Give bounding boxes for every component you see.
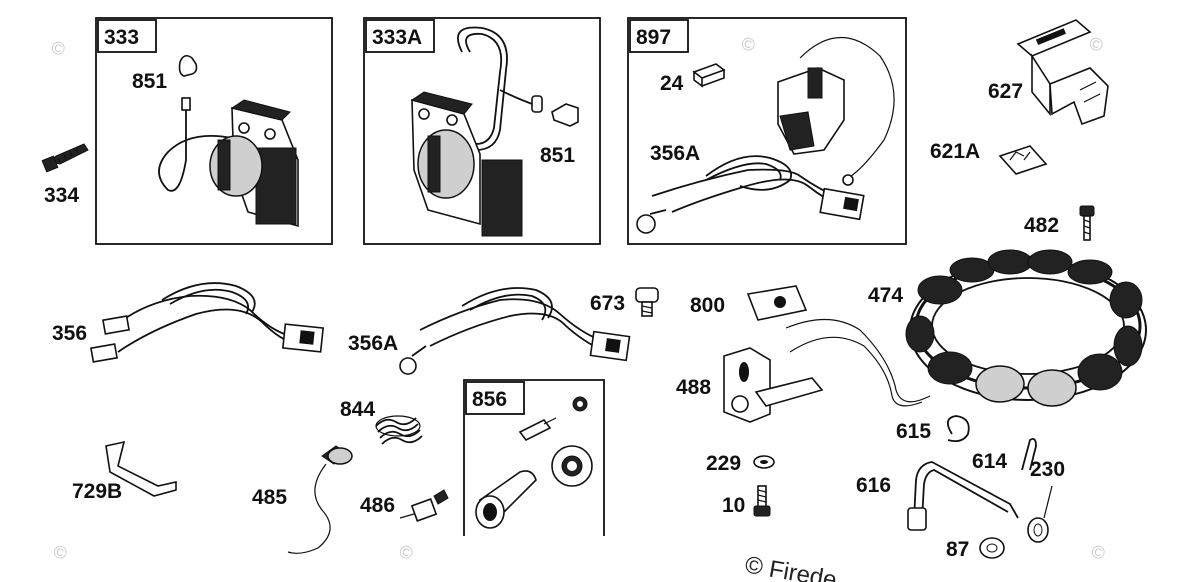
group-897: 897 24 356A: [627, 17, 907, 245]
part-label-851b: 851: [540, 144, 575, 167]
boot-856: [475, 470, 537, 529]
box-label-856: 856: [472, 388, 507, 411]
watermark: ©: [51, 541, 70, 564]
star-washer-856: [551, 445, 593, 487]
clip-851b: [551, 103, 579, 127]
part-label-616: 616: [856, 474, 891, 497]
box-856-tag: [465, 381, 525, 415]
part-label-356: 356: [52, 322, 87, 345]
alternator-474: 474: [868, 249, 1147, 407]
part-label-844: 844: [340, 398, 375, 421]
part-label-851: 851: [132, 70, 167, 93]
wire-485: 485: [252, 445, 353, 554]
group-333a: 333A 851: [363, 17, 601, 245]
part-label-488: 488: [676, 376, 711, 399]
washer-229: 229: [706, 452, 775, 475]
watermark: ©: [397, 541, 416, 564]
bolt-334: 334: [41, 143, 89, 207]
box-897-frame: [627, 17, 907, 245]
part-label-486: 486: [360, 494, 395, 517]
ignition-module-897: [777, 36, 895, 186]
watermark: ©: [739, 33, 758, 56]
part-label-621a: 621A: [930, 140, 980, 163]
washer-87: 87: [946, 537, 1005, 561]
part-label-356a-mid: 356A: [348, 332, 398, 355]
part-label-485: 485: [252, 486, 287, 509]
harness-356a-mid: 356A: [348, 287, 631, 375]
screw-482: 482: [1024, 205, 1095, 241]
part-label-474: 474: [868, 284, 903, 307]
copyright-watermark: © Firede: [743, 551, 839, 582]
tube-333: [158, 104, 233, 192]
part-label-229: 229: [706, 452, 741, 475]
harness-356: 356: [52, 282, 325, 363]
box-label-333: 333: [104, 26, 139, 49]
terminal-856: [518, 418, 552, 442]
group-333: 333 851: [95, 17, 333, 245]
plate-800: 800: [690, 285, 808, 321]
part-label-800: 800: [690, 294, 725, 317]
tube-end: [181, 97, 191, 111]
watermark: ©: [49, 37, 68, 60]
part-label-87: 87: [946, 538, 969, 561]
box-label-333a: 333A: [372, 26, 422, 49]
part-label-614: 614: [972, 450, 1007, 473]
clip-615: 615: [896, 415, 970, 443]
stator-wire: [789, 336, 923, 407]
watermark: ©: [1087, 33, 1106, 56]
stator-wire: [785, 318, 931, 403]
box-333-frame: [95, 17, 333, 245]
part-label-627: 627: [988, 80, 1023, 103]
spring-844: 844: [340, 398, 423, 445]
part-label-729b: 729B: [72, 480, 122, 503]
tube-tail-end: [531, 95, 543, 113]
part-label-230: 230: [1030, 458, 1065, 481]
tube-333a-inner: [465, 32, 503, 145]
part-label-482: 482: [1024, 214, 1059, 237]
harness-356a-top: [636, 155, 865, 234]
part-label-615: 615: [896, 420, 931, 443]
part-label-334: 334: [44, 184, 79, 207]
box-333a-tag: [365, 19, 435, 53]
pin-614: 614: [972, 437, 1037, 473]
clip-729b: 729B: [72, 440, 177, 503]
clip-851: [178, 54, 198, 77]
screw-673: 673: [590, 287, 659, 317]
bracket-627: 627: [988, 19, 1109, 126]
screw-10: 10: [722, 485, 771, 517]
terminal-486: 486: [360, 489, 449, 522]
box-333-tag: [97, 19, 157, 53]
box-897-tag: [629, 19, 689, 53]
terminal-856-pin: [543, 417, 557, 425]
washer-230: 230: [1027, 458, 1065, 543]
part-label-10: 10: [722, 494, 745, 517]
part-label-356a-top: 356A: [650, 142, 700, 165]
box-856-frame: [463, 379, 605, 536]
part-label-24: 24: [660, 72, 684, 95]
box-label-897: 897: [636, 26, 671, 49]
box-333a-frame: [363, 17, 601, 245]
ignition-armature-333a: [410, 91, 523, 237]
group-856: 856: [463, 379, 605, 536]
part-label-673: 673: [590, 292, 625, 315]
bracket-488: 488: [676, 347, 824, 423]
clip-621a: 621A: [930, 140, 1048, 175]
ignition-armature-333: [209, 99, 299, 228]
rod-616: 616: [856, 461, 1019, 531]
watermark: ©: [1089, 541, 1108, 564]
key-24: [692, 63, 726, 88]
